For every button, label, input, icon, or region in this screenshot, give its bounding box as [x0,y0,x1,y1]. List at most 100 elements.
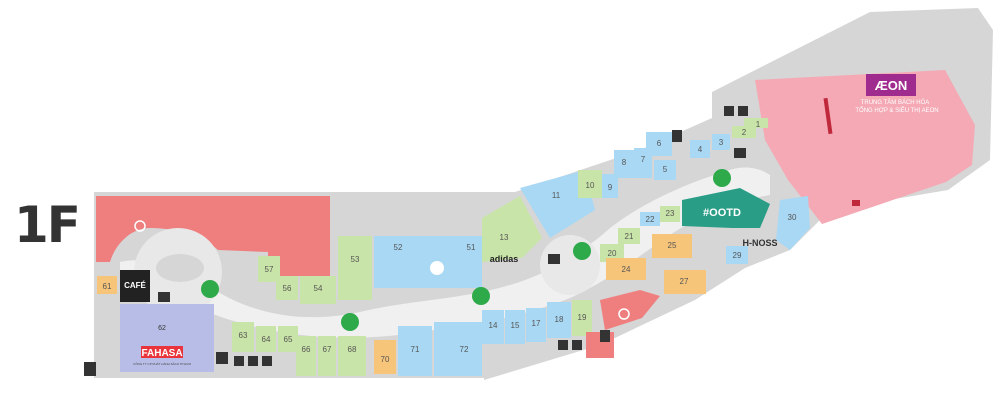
unit-10-label: 10 [586,181,595,190]
escalator-icon[interactable] [234,356,244,366]
walkway [120,167,770,338]
blue-shops-center: 52 51 71 72 [374,236,482,376]
unit-53[interactable] [338,236,372,300]
unit-51[interactable] [460,236,482,288]
unit-61[interactable] [97,276,117,294]
unit-19-label: 19 [578,313,587,322]
aeon-entrance-bar-2 [852,200,860,206]
unit-57-label: 57 [265,265,274,274]
unit-8-label: 8 [622,158,627,167]
unit-13-label: 13 [500,233,509,242]
unit-65[interactable] [278,326,298,352]
location-markers [201,169,731,331]
unit-5[interactable] [654,160,676,180]
elevator-icon[interactable] [84,362,96,376]
elevator-icon[interactable] [600,330,610,342]
unit-23[interactable] [660,206,680,222]
unit-57[interactable] [258,256,280,282]
unit-66[interactable] [296,336,316,376]
unit-56[interactable] [276,276,298,300]
unit-14[interactable] [482,310,504,344]
wheelchair-icon[interactable] [724,106,734,116]
unit-51-label: 51 [467,243,476,252]
unit-54[interactable] [300,276,336,304]
unit-9[interactable] [602,174,618,198]
escalator-icon[interactable] [158,292,170,302]
escalator-icon[interactable] [734,148,746,158]
unit-18[interactable] [547,302,571,338]
elevator-icon[interactable] [216,352,228,364]
unit-5-label: 5 [663,165,668,174]
restroom-icon[interactable] [572,340,582,350]
unit-65-label: 65 [284,335,293,344]
unit-19[interactable] [572,300,592,336]
cafe-logo: CAFÉ [124,281,146,290]
cafe-logo-box[interactable] [120,270,150,302]
unit-18-label: 18 [555,315,564,324]
unit-68[interactable] [338,336,366,376]
unit-25[interactable] [652,234,692,258]
unit-54-label: 54 [314,284,323,293]
location-marker-icon[interactable] [472,287,490,305]
unit-53-label: 53 [351,255,360,264]
unit-17[interactable] [526,308,546,342]
wheelchair-icon[interactable] [558,340,568,350]
location-marker-icon[interactable] [341,313,359,331]
restroom-icon[interactable] [262,356,272,366]
unit-72-label: 72 [460,345,469,354]
unit-24[interactable] [606,258,646,280]
adidas-store[interactable] [482,196,542,262]
unit-63[interactable] [232,322,254,352]
unit-3-label: 3 [719,138,724,147]
unit-4[interactable] [690,140,710,158]
ootd-store[interactable] [682,188,770,228]
unit-52-label: 52 [394,243,403,252]
unit-30[interactable] [776,196,810,250]
unit-14-label: 14 [489,321,498,330]
aeon-logo-box[interactable] [866,74,916,96]
unit-23-label: 23 [666,209,675,218]
unit-70-label: 70 [381,355,390,364]
unit-29-label: 29 [733,251,742,260]
unit-3[interactable] [712,134,730,150]
unit-20[interactable] [600,244,624,262]
unit-62-label: 62 [158,325,166,332]
unit-70[interactable] [374,340,396,374]
location-marker-icon[interactable] [573,242,591,260]
location-marker-icon[interactable] [201,280,219,298]
floor-label: 1F [14,196,81,254]
unit-15[interactable] [505,310,525,344]
unit-71[interactable] [398,326,432,376]
restroom-icon[interactable] [738,106,748,116]
restaurant-icon-2 [618,308,630,320]
unit-6[interactable] [646,132,672,156]
aeon-entrance-bar [823,97,833,135]
unit-11-label: 11 [552,191,561,200]
unit-2[interactable] [732,126,756,138]
unit-22[interactable] [640,212,660,226]
unit-67[interactable] [318,336,336,376]
unit-1[interactable] [744,118,768,128]
unit-8[interactable] [614,150,634,178]
unit-7-label: 7 [641,155,646,164]
escalator-icon[interactable] [548,254,560,264]
unit-21[interactable] [618,228,640,244]
aeon-block[interactable] [755,70,975,224]
unit-27[interactable] [664,270,706,294]
unit-72[interactable] [434,322,482,376]
unit-68-label: 68 [348,345,357,354]
elevator-icon[interactable] [672,130,682,142]
unit-52[interactable] [374,236,420,288]
unit-29[interactable] [726,246,748,264]
fahasa-logo-box [141,346,183,358]
unit-10[interactable] [578,170,602,198]
aeon-logo: ÆON [875,78,908,93]
store-logo [430,261,444,275]
red-zone-right[interactable] [600,290,660,330]
wheelchair-icon[interactable] [248,356,258,366]
location-marker-icon[interactable] [713,169,731,187]
aeon-caption-2: TỔNG HỢP & SIÊU THỊ AEON [855,106,938,114]
unit-11[interactable] [520,170,595,238]
unit-64[interactable] [256,326,276,352]
